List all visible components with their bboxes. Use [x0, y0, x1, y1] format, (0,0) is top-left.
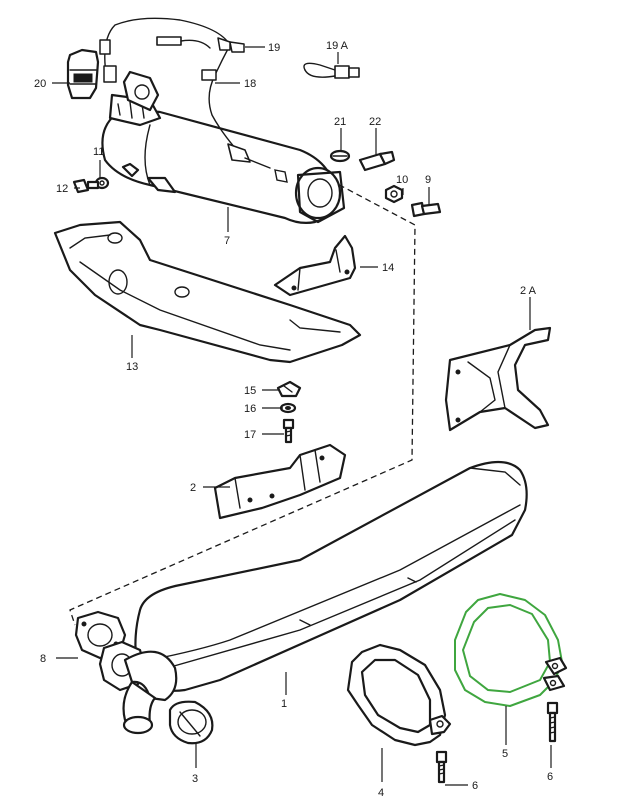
stud-part-22[interactable] [358, 150, 396, 172]
callout-21: 21 [334, 116, 346, 128]
heat-shield-part-13[interactable] [53, 220, 362, 364]
callout-18: 18 [244, 78, 256, 90]
callout-6-left: 6 [472, 780, 478, 792]
clip-nut-part-15[interactable] [276, 380, 302, 398]
bolt-part-12[interactable] [72, 178, 100, 194]
callout-3: 3 [192, 773, 198, 785]
callout-6-right: 6 [547, 771, 553, 783]
callout-19: 19 [268, 42, 280, 54]
clamp-part-21[interactable] [329, 149, 351, 163]
callout-2a: 2 A [520, 285, 537, 297]
screw-part-17[interactable] [282, 418, 295, 444]
callout-13: 13 [126, 361, 138, 373]
callout-10: 10 [396, 174, 408, 186]
strap-clamp-part-5[interactable] [454, 593, 568, 707]
bolt-part-9[interactable] [410, 201, 442, 218]
callout-20: 20 [34, 78, 46, 90]
callout-4: 4 [378, 787, 384, 799]
heat-shield-bracket-part-2a[interactable] [444, 326, 552, 432]
callout-2: 2 [190, 482, 196, 494]
muffler-part-1[interactable] [134, 460, 528, 692]
callout-labels: 1 2 2 A 3 4 5 6 6 7 8 9 10 11 12 13 14 1… [34, 40, 553, 799]
stud-part-11b[interactable] [121, 162, 140, 178]
strap-clamp-part-4[interactable] [346, 643, 452, 747]
oxygen-sensor-wiring[interactable] [99, 17, 271, 169]
inlet-pipe-flange[interactable] [98, 640, 178, 735]
bolt-part-6-left[interactable] [435, 750, 448, 784]
callout-22: 22 [369, 116, 381, 128]
connector-part-19a[interactable] [303, 62, 360, 79]
callout-14: 14 [382, 262, 394, 274]
assembly-dashed-lines [69, 179, 416, 626]
clip-part-20[interactable] [66, 48, 100, 100]
callout-19a: 19 A [326, 40, 349, 52]
nut-part-10[interactable] [384, 184, 404, 204]
callout-15: 15 [244, 385, 256, 397]
callout-12: 12 [56, 183, 68, 195]
sleeve-part-3[interactable] [168, 700, 214, 745]
callout-7: 7 [224, 235, 230, 247]
callout-1: 1 [281, 698, 287, 710]
bolt-part-6-right[interactable] [546, 701, 559, 743]
bracket-part-2[interactable] [213, 443, 347, 520]
callout-9: 9 [425, 174, 431, 186]
callout-16: 16 [244, 403, 256, 415]
bracket-part-14[interactable] [273, 234, 357, 297]
callout-11: 11 [93, 146, 104, 158]
callout-8: 8 [40, 653, 46, 665]
catalytic-converter-part-7[interactable] [101, 70, 346, 224]
callout-17: 17 [244, 429, 256, 441]
callout-5: 5 [502, 748, 508, 760]
leader-lines [52, 46, 552, 786]
washer-part-16[interactable] [279, 402, 297, 414]
